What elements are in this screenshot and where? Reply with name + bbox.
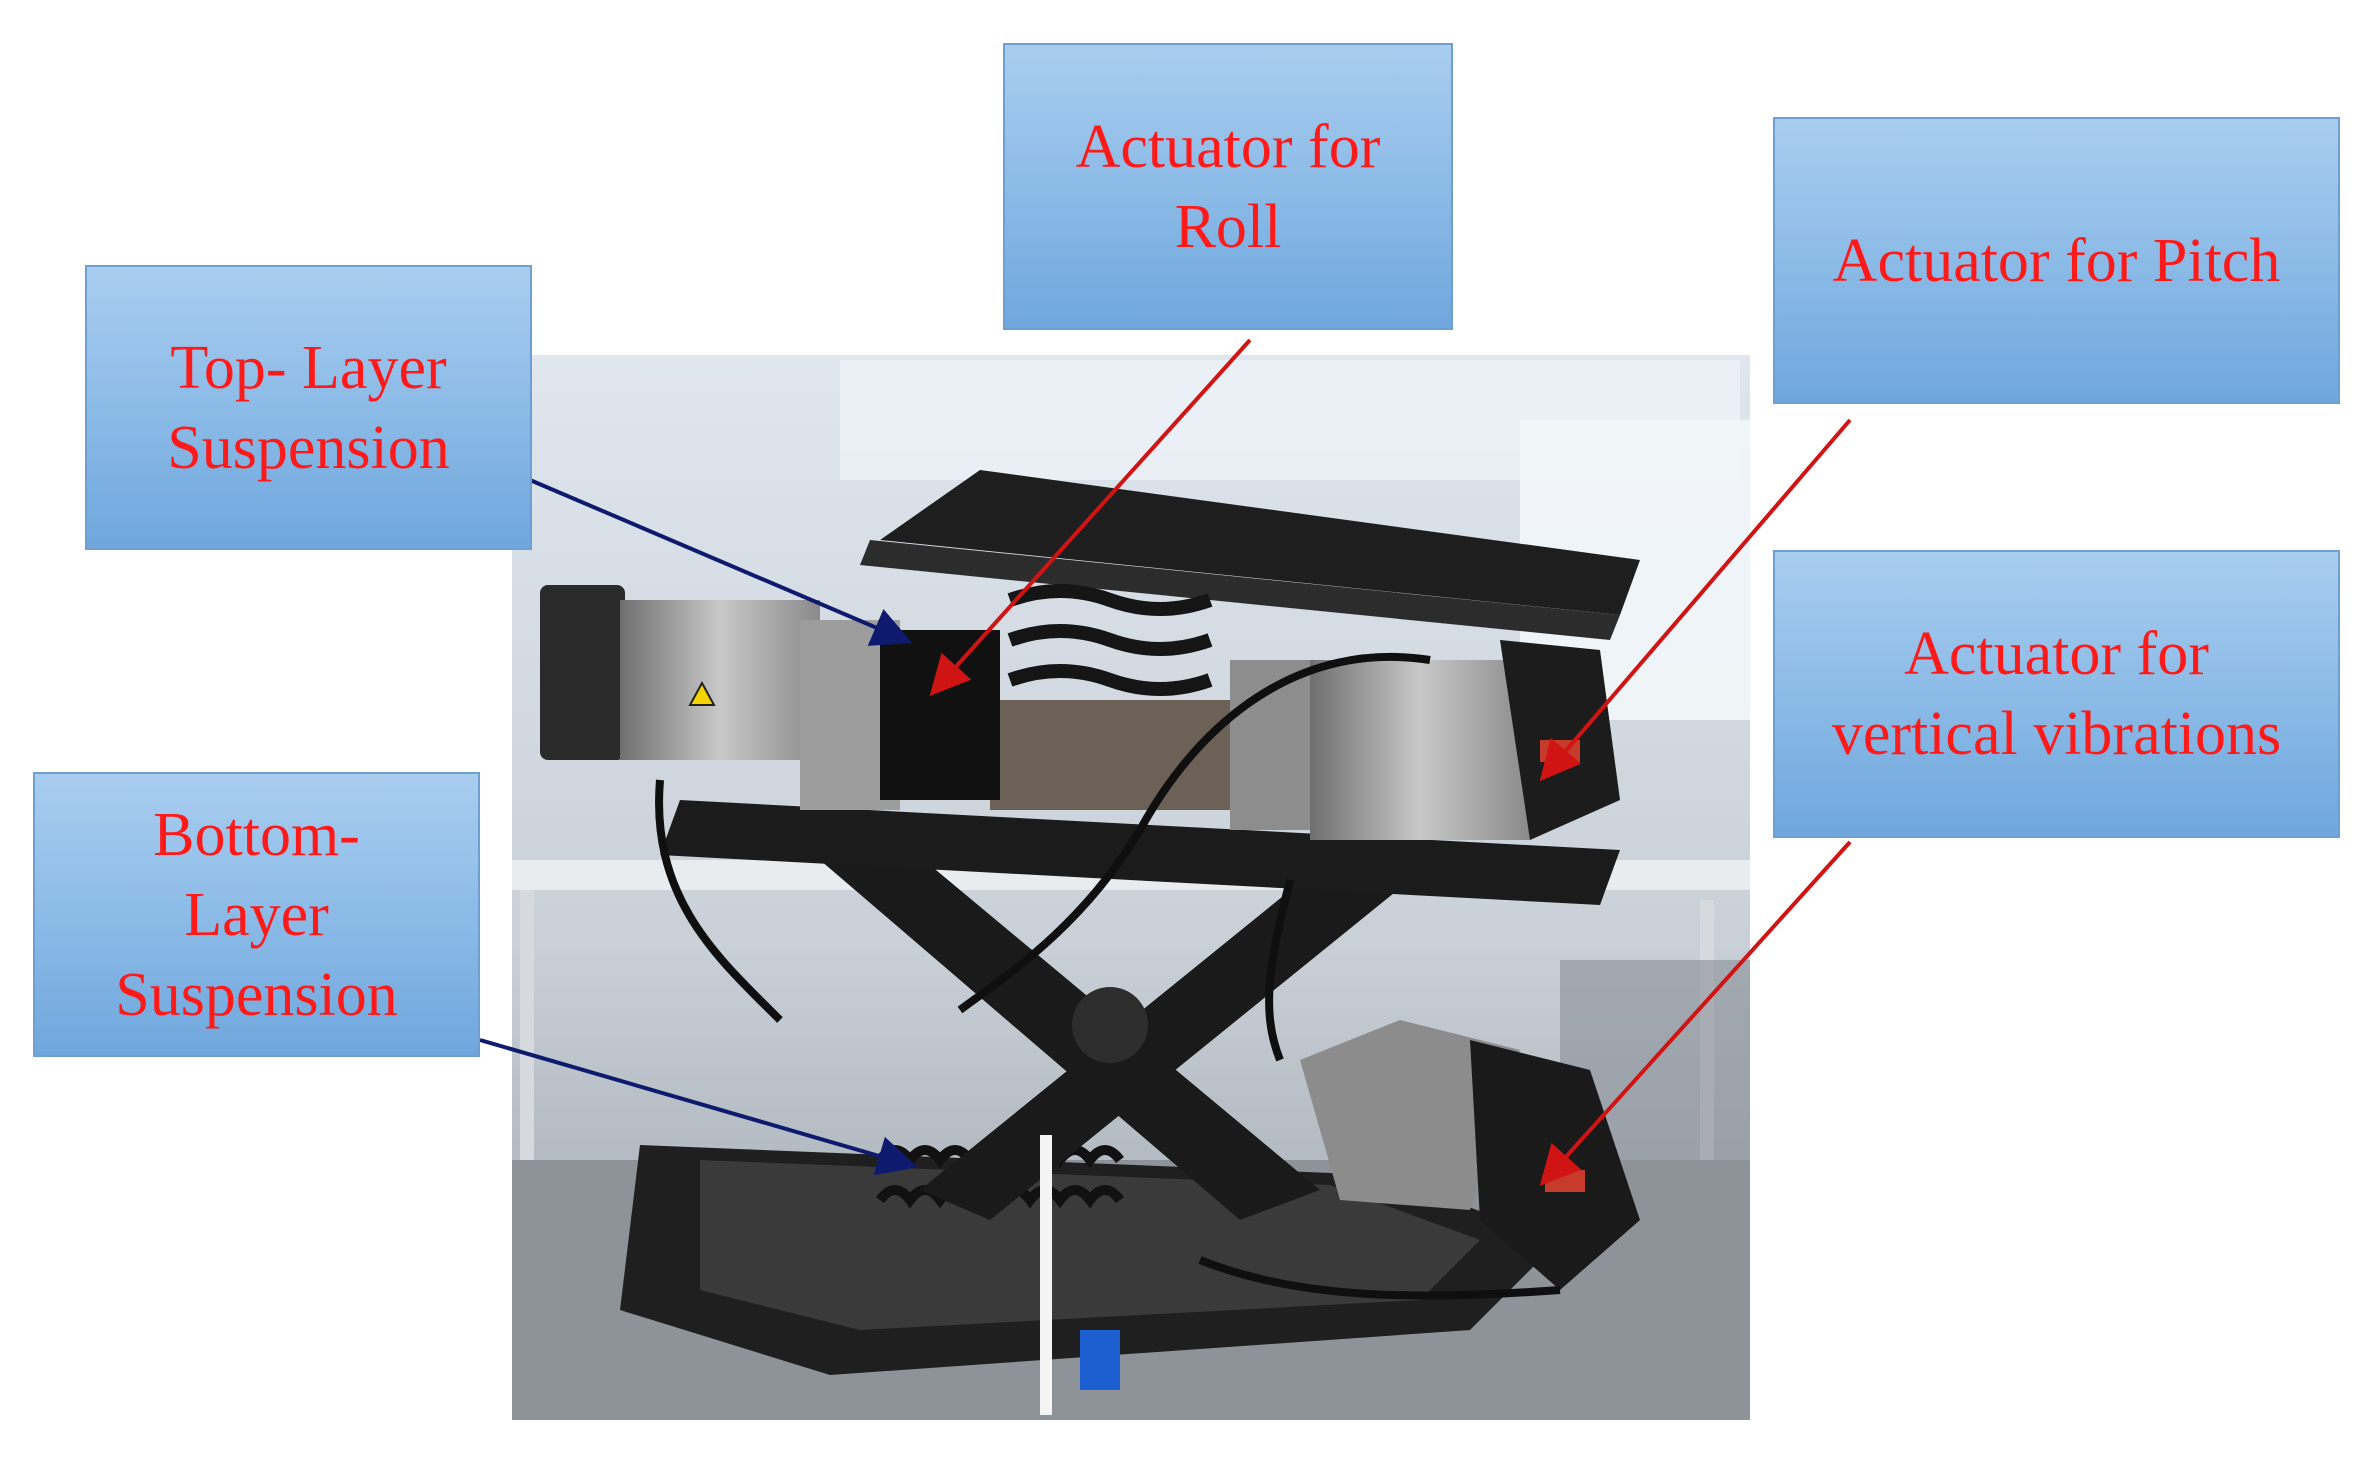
- top-spring: [1007, 584, 1213, 696]
- roll-actuator-text: Actuator for Roll: [1075, 112, 1381, 261]
- vertical-actuator-text: Actuator for vertical vibrations: [1831, 620, 2282, 768]
- vertical-motor: [1300, 1020, 1520, 1210]
- arrow-bottom-suspension: [479, 1038, 918, 1176]
- top-suspension-label: Top- Layer Suspension: [85, 265, 532, 550]
- roll-actuator-label: Actuator for Roll: [1003, 43, 1453, 330]
- vertical-actuator-label: Actuator for vertical vibrations: [1773, 550, 2340, 838]
- pitch-actuator-label: Actuator for Pitch: [1773, 117, 2340, 404]
- roll-motor: [620, 600, 820, 760]
- top-suspension-text: Top- Layer Suspension: [167, 333, 450, 482]
- bottom-suspension-label: Bottom- Layer Suspension: [33, 772, 480, 1057]
- arrow-pitch: [1539, 418, 1852, 782]
- arrow-vertical: [1539, 840, 1852, 1186]
- scissor-lift: [820, 840, 1410, 1220]
- cables: [655, 652, 1561, 1300]
- pitch-motor: [1310, 660, 1530, 840]
- pitch-actuator-text: Actuator for Pitch: [1832, 226, 2281, 295]
- arrow-top-suspension: [529, 478, 913, 646]
- arrow-roll: [929, 338, 1252, 696]
- bottom-suspension-text: Bottom- Layer Suspension: [115, 800, 398, 1029]
